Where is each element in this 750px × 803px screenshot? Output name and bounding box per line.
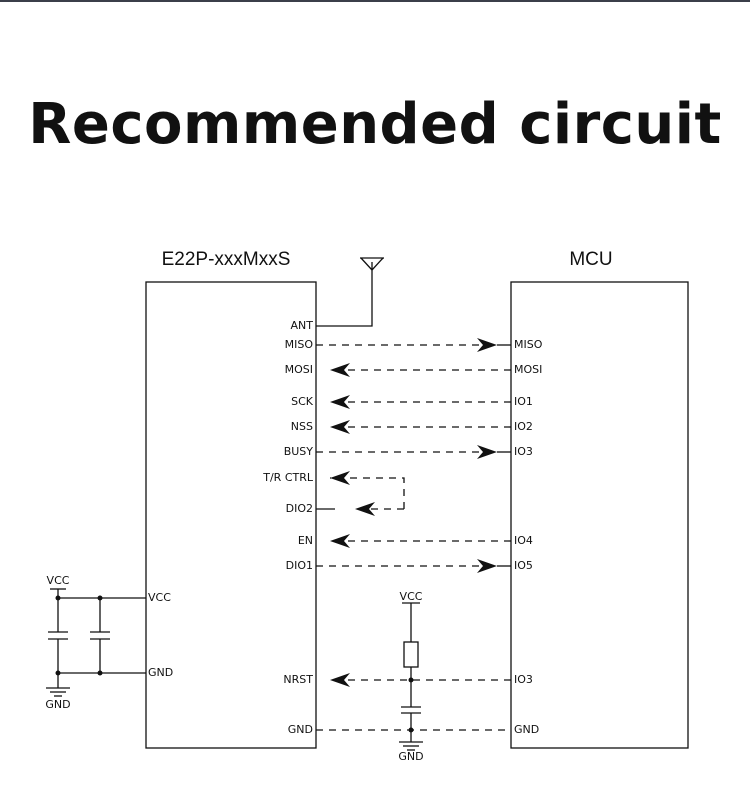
mid-vcc-label: VCC (400, 590, 423, 603)
left-vcc-label: VCC (47, 574, 70, 587)
pin-tr-ctrl: T/R CTRL (262, 471, 314, 484)
mcu-pin-io3-nrst: IO3 (514, 673, 533, 686)
antenna-symbol (316, 257, 384, 327)
pin-gnd-left: GND (148, 666, 173, 679)
mid-gnd-label: GND (398, 750, 423, 763)
pin-dio2: DIO2 (286, 502, 313, 515)
module-box (145, 281, 317, 749)
mcu-pin-io4: IO4 (514, 534, 533, 547)
pin-en: EN (298, 534, 313, 547)
pin-ant: ANT (291, 319, 314, 332)
mcu-pin-io1: IO1 (514, 395, 533, 408)
pin-mosi: MOSI (285, 363, 313, 376)
pin-nss: NSS (291, 420, 313, 433)
pin-miso: MISO (285, 338, 314, 351)
pin-vcc: VCC (148, 591, 171, 604)
pin-busy: BUSY (284, 445, 314, 458)
page-title: Recommended circuit (28, 92, 722, 157)
pin-gnd: GND (288, 723, 313, 736)
pin-dio1: DIO1 (286, 559, 313, 572)
left-gnd-label: GND (45, 698, 70, 711)
pin-nrst: NRST (283, 673, 313, 686)
mcu-pin-mosi: MOSI (514, 363, 542, 376)
mcu-pin-io5: IO5 (514, 559, 533, 572)
mcu-pin-io2: IO2 (514, 420, 533, 433)
mcu-pin-miso: MISO (514, 338, 543, 351)
pin-sck: SCK (291, 395, 314, 408)
left-decoupling-caps (46, 588, 146, 697)
nrst-rc-network (399, 602, 423, 751)
mcu-name: MCU (569, 249, 612, 270)
mcu-pin-io3: IO3 (514, 445, 533, 458)
top-divider (0, 0, 750, 2)
module-name: E22P-xxxMxxS (162, 249, 291, 270)
mcu-box (510, 281, 689, 749)
mcu-pin-gnd: GND (514, 723, 539, 736)
signal-tr-ctrl-loop (316, 471, 405, 516)
